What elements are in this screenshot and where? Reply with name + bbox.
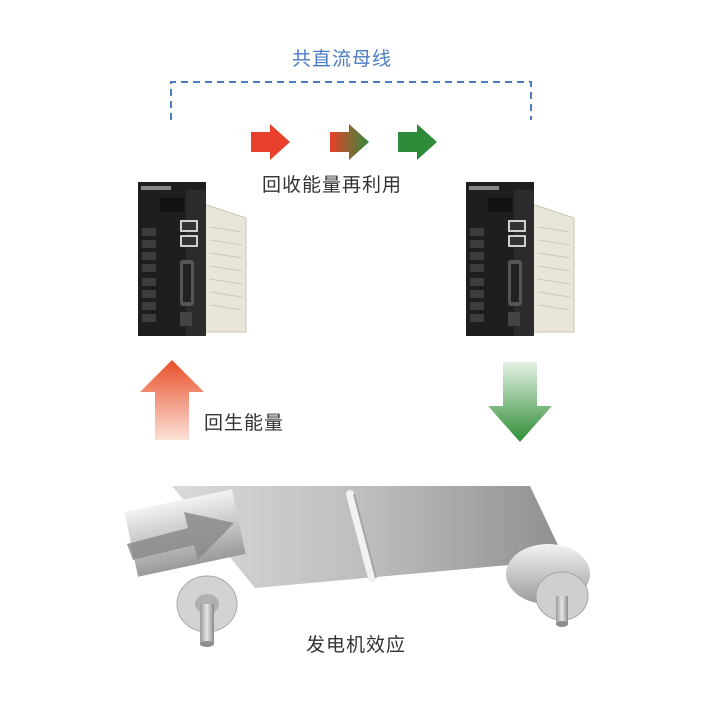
generator-effect-label: 发电机效应: [306, 634, 407, 656]
regen-up-arrow-icon: [140, 360, 204, 440]
rotation-arrow-icon: [127, 512, 234, 560]
energy-flow-arrows: [251, 124, 437, 160]
arrow-red-icon: [251, 124, 290, 160]
arrow-mixed-icon: [330, 124, 369, 160]
servo-drive-left: [137, 181, 247, 337]
conveyor-belt: [124, 486, 590, 647]
dc-bus-label: 共直流母线: [292, 48, 393, 70]
energy-reuse-label: 回收能量再利用: [262, 174, 403, 196]
regen-energy-label: 回生能量: [204, 412, 285, 434]
dc-bus-line: [170, 81, 532, 120]
energy-down-arrow-icon: [488, 362, 552, 442]
servo-drive-right: [465, 181, 575, 337]
arrow-green-icon: [398, 124, 437, 160]
